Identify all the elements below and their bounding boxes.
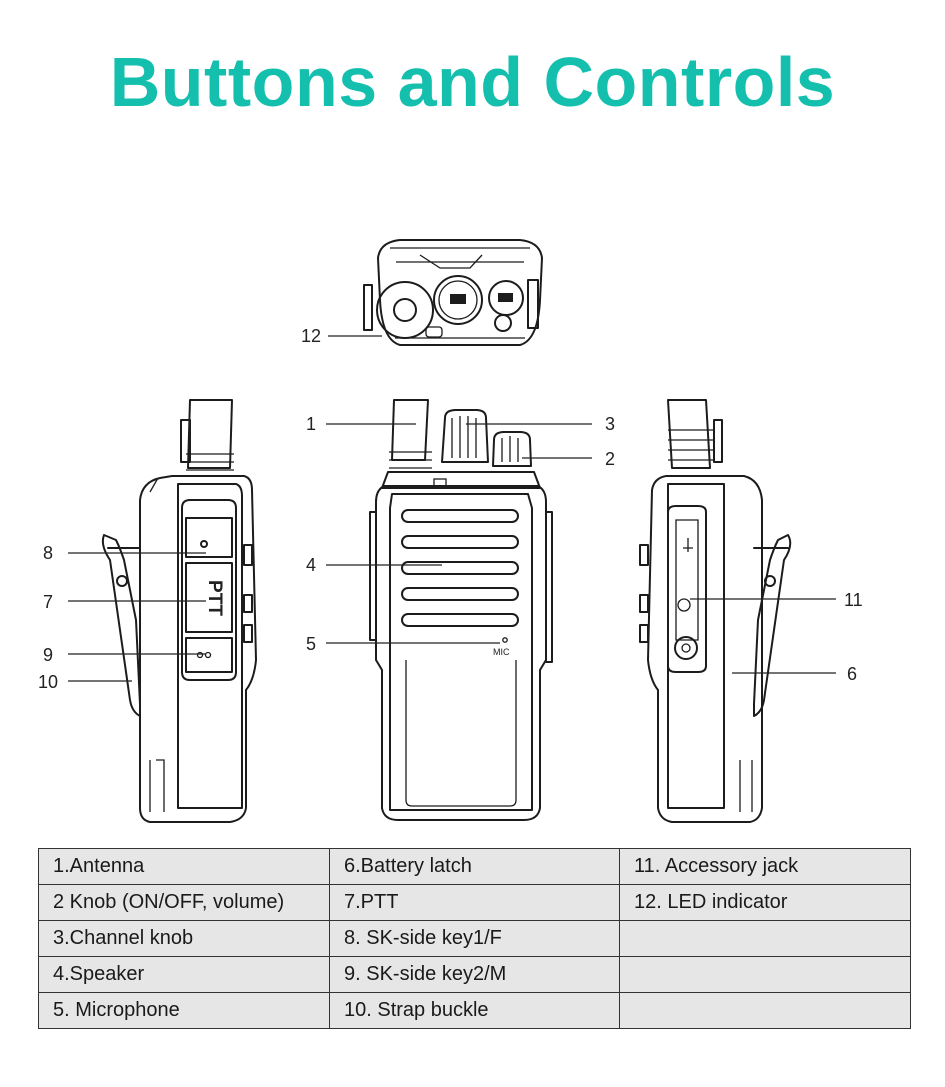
callout-10: 10 (38, 672, 58, 692)
legend-cell: 6.Battery latch (329, 848, 620, 885)
radio-diagram: PTT (38, 239, 863, 823)
mic-label: MIC (493, 647, 510, 657)
legend-cell: 1.Antenna (38, 848, 330, 885)
legend-cell: 4.Speaker (38, 956, 330, 993)
right-side-view (639, 399, 792, 823)
legend-cell: 11. Accessory jack (619, 848, 911, 885)
callout-numbers: 12 1 3 2 4 5 8 7 9 10 11 6 (38, 326, 863, 692)
legend-cell: 8. SK-side key1/F (329, 920, 620, 957)
callout-12: 12 (301, 326, 321, 346)
legend-row: 1.Antenna 6.Battery latch 11. Accessory … (38, 848, 911, 885)
legend-row: 4.Speaker 9. SK-side key2/M (38, 956, 911, 993)
legend-row: 2 Knob (ON/OFF, volume) 7.PTT 12. LED in… (38, 884, 911, 921)
page-title: Buttons and Controls (109, 43, 836, 121)
callout-2: 2 (605, 449, 615, 469)
callout-6: 6 (847, 664, 857, 684)
legend-cell: 10. Strap buckle (329, 992, 620, 1029)
legend-cell: 2 Knob (ON/OFF, volume) (38, 884, 330, 921)
legend-table: 1.Antenna 6.Battery latch 11. Accessory … (38, 848, 911, 1029)
callout-5: 5 (306, 634, 316, 654)
callout-1: 1 (306, 414, 316, 434)
callout-9: 9 (43, 645, 53, 665)
legend-cell: 5. Microphone (38, 992, 330, 1029)
legend-cell (619, 956, 911, 993)
legend-row: 3.Channel knob 8. SK-side key1/F (38, 920, 911, 957)
callout-7: 7 (43, 592, 53, 612)
legend-cell (619, 920, 911, 957)
ptt-text: PTT (204, 580, 225, 616)
legend-cell: 7.PTT (329, 884, 620, 921)
front-view: MIC (369, 399, 553, 821)
callout-11: 11 (844, 590, 863, 610)
callout-3: 3 (605, 414, 615, 434)
callout-8: 8 (43, 543, 53, 563)
legend-cell: 12. LED indicator (619, 884, 911, 921)
legend-row: 5. Microphone 10. Strap buckle (38, 992, 911, 1029)
callout-4: 4 (306, 555, 316, 575)
legend-cell: 3.Channel knob (38, 920, 330, 957)
left-side-view: PTT (101, 399, 257, 823)
legend-cell (619, 992, 911, 1029)
legend-cell: 9. SK-side key2/M (329, 956, 620, 993)
top-view (363, 239, 543, 346)
